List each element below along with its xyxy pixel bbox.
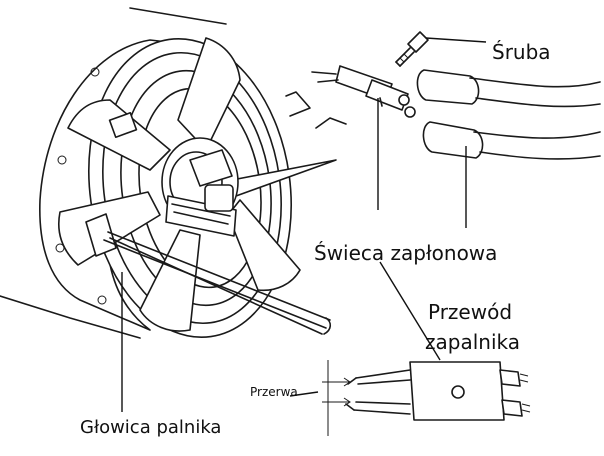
housing-tube xyxy=(0,7,227,339)
bracket-detail-2 xyxy=(315,117,347,129)
label-igniter-wire-line1: Przewód xyxy=(428,300,513,324)
label-gap: Przerwa xyxy=(250,385,298,399)
gap-detail xyxy=(322,360,531,436)
bracket-detail xyxy=(285,91,311,117)
ignition-electrodes xyxy=(103,231,332,335)
label-igniter-wire-line2: zapalnika xyxy=(425,330,520,354)
label-ignition-spark-plug: Świeca zapłonowa xyxy=(314,241,498,265)
igniter-cables xyxy=(416,69,601,160)
screw-part xyxy=(395,31,429,67)
label-leaders xyxy=(121,37,487,412)
burner-hub xyxy=(85,111,239,257)
spark-plug-part xyxy=(311,65,416,118)
label-burner-head: Głowica palnika xyxy=(80,417,222,438)
label-screw: Śruba xyxy=(492,40,551,64)
